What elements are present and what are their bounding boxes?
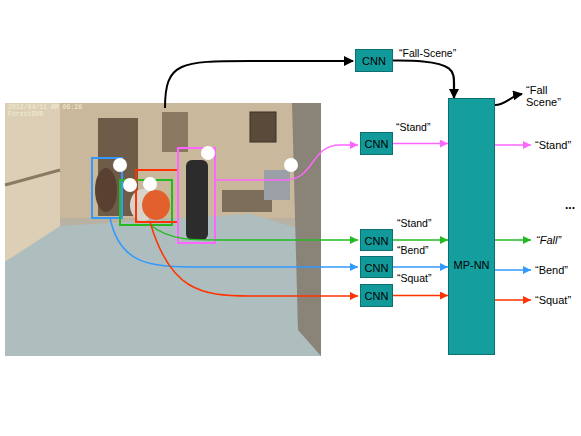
output-label: “Squat” <box>535 294 571 306</box>
output-label: “Fall” <box>536 234 561 246</box>
mpnn-box: MP-NN <box>448 98 495 355</box>
input-arrow <box>110 218 358 267</box>
cnn-box: CNN <box>360 256 393 278</box>
node-label: CNN <box>365 290 389 302</box>
edge-label: “Stand” <box>397 217 431 229</box>
output-label: “Fall Scene” <box>526 84 568 108</box>
output-arrow <box>495 299 531 301</box>
node-label: MP-NN <box>453 259 489 271</box>
connector-arrow <box>393 143 448 145</box>
connector-arrow <box>393 266 448 268</box>
handrail <box>5 170 60 185</box>
face-mask <box>113 158 127 172</box>
edge-label: “Squat” <box>397 272 431 284</box>
connector-arrow <box>393 295 448 297</box>
connector-arrow <box>393 61 454 99</box>
door-pillar <box>292 103 321 356</box>
floor <box>5 214 321 356</box>
wheelchair <box>264 170 290 200</box>
node-label: CNN <box>362 55 386 67</box>
output-arrow <box>495 144 531 146</box>
face-mask <box>123 178 137 192</box>
person-standing <box>186 160 208 240</box>
bounding-box <box>178 148 215 243</box>
input-arrow <box>215 145 358 180</box>
cnn-box: CNN <box>360 229 393 251</box>
edge-label: “Stand” <box>396 121 430 133</box>
cnn-box: CNN <box>360 284 393 307</box>
back-wall <box>60 103 300 218</box>
edge-label: “Fall-Scene” <box>399 47 456 59</box>
scene-photo <box>5 103 321 356</box>
connector-arrow <box>393 239 448 241</box>
ellipsis-mark: ... <box>565 199 575 212</box>
timestamp-text: ForestDVR <box>8 111 43 119</box>
input-arrow <box>150 222 358 296</box>
face-mask <box>284 158 298 172</box>
cnn-box: CNN <box>360 132 393 155</box>
wall-picture <box>250 112 276 142</box>
door-frame <box>162 112 188 152</box>
photo-background <box>5 103 321 356</box>
bounding-box <box>136 170 178 222</box>
output-arrow <box>495 239 531 241</box>
node-label: CNN <box>365 138 389 150</box>
output-label: “Bend” <box>535 264 568 276</box>
face-mask <box>143 177 157 191</box>
edge-label: “Bend” <box>397 244 429 256</box>
node-label: CNN <box>365 235 389 247</box>
output-arrow <box>495 94 522 105</box>
node-label: CNN <box>365 262 389 274</box>
person-fallen <box>142 190 170 220</box>
input-arrow <box>165 61 353 108</box>
output-label: “Stand” <box>535 139 571 151</box>
face-mask <box>201 146 215 160</box>
timestamp-text: 2012/04/11 AM 06:28 <box>8 104 82 112</box>
input-arrow <box>150 225 358 240</box>
output-arrow <box>495 269 531 271</box>
person-bending <box>95 168 117 212</box>
cnn-box: CNN <box>355 49 393 72</box>
